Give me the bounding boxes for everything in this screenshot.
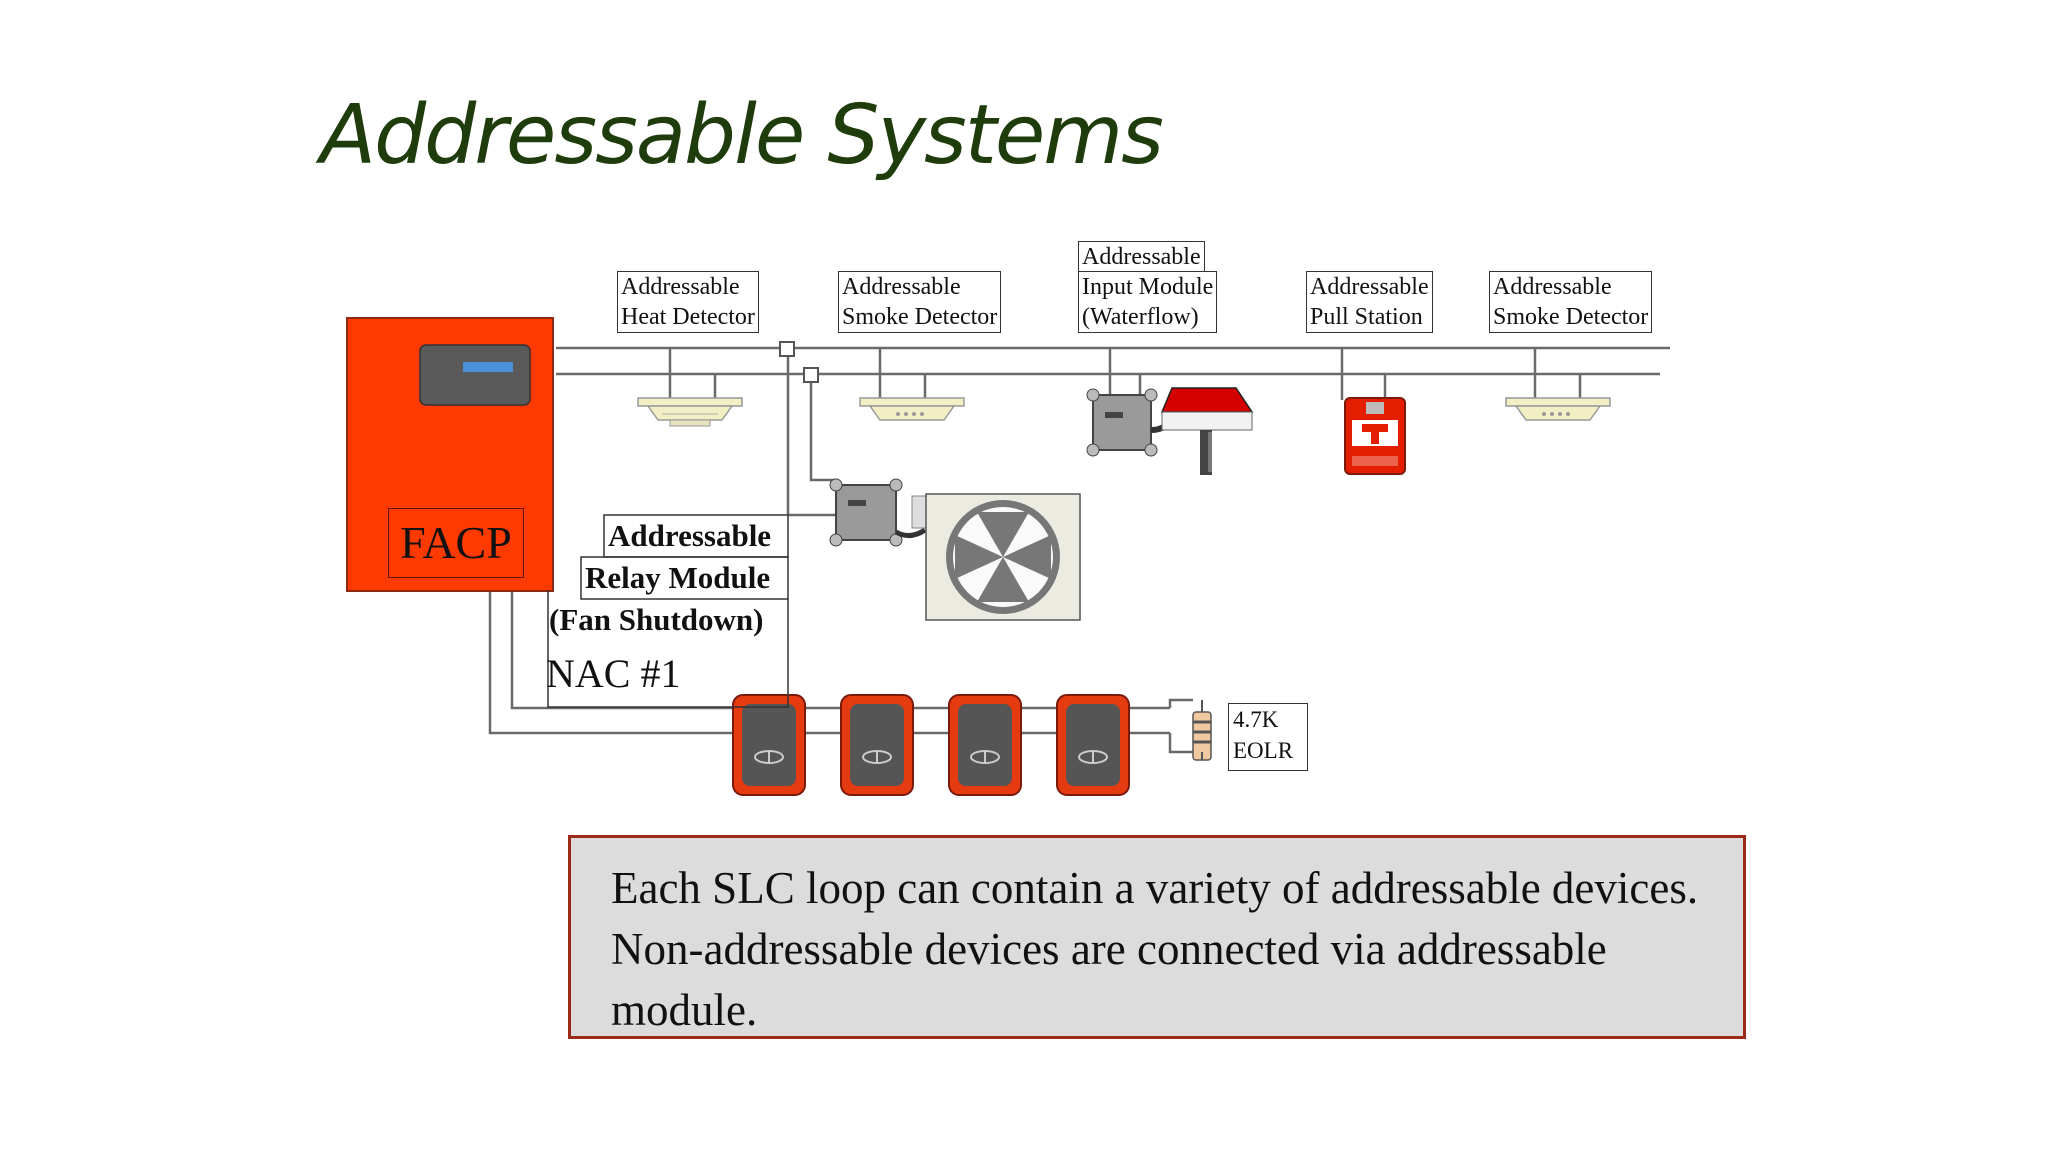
facp-label: FACP — [388, 508, 524, 578]
relay-module-label-line3: (Fan Shutdown) — [549, 602, 764, 637]
horn-strobe-icon — [840, 694, 914, 796]
fan-icon — [925, 493, 1081, 621]
pull-station-label: Addressable Pull Station — [1306, 271, 1433, 333]
relay-module-label-line1: Addressable — [608, 518, 772, 553]
heat-detector-label: Addressable Heat Detector — [617, 271, 759, 333]
junction-box — [779, 341, 795, 357]
smoke-detector-icon — [859, 397, 965, 421]
eol-resistor-icon — [1192, 700, 1212, 761]
horn-strobe-icon — [948, 694, 1022, 796]
relay-module-icon — [829, 478, 927, 547]
facp-panel — [346, 317, 554, 592]
smoke-detector-icon — [1505, 397, 1611, 421]
smoke-detector-1-label: Addressable Smoke Detector — [838, 271, 1002, 333]
input-module-icon — [1086, 388, 1173, 457]
heat-detector-icon — [637, 397, 743, 427]
slc-wiring — [556, 346, 1670, 517]
slide-title: Addressable Systems — [320, 88, 1164, 183]
horn-strobe-icon — [1056, 694, 1130, 796]
smoke-detector-2-label: Addressable Smoke Detector — [1489, 271, 1653, 333]
eolr-label: 4.7K EOLR — [1228, 703, 1308, 771]
input-module-label: Input Module (Waterflow) — [1078, 271, 1218, 333]
label-frames — [547, 514, 789, 708]
pull-station-icon — [1344, 397, 1406, 475]
waterflow-switch-icon — [1160, 387, 1254, 475]
relay-module-label-line2: Relay Module — [585, 560, 771, 595]
horn-strobe-icon — [732, 694, 806, 796]
junction-box — [803, 367, 819, 383]
input-module-top-label: Addressable — [1078, 241, 1205, 273]
nac-label: NAC #1 — [546, 651, 681, 696]
caption-box: Each SLC loop can contain a variety of a… — [568, 835, 1746, 1039]
